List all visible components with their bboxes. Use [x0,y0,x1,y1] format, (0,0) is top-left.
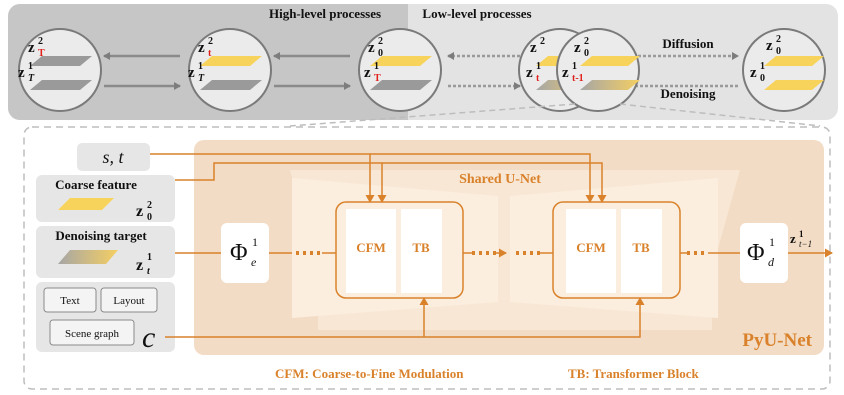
svg-text:2: 2 [147,200,152,211]
coarse-feature-plane [58,198,114,210]
svg-text:0: 0 [584,48,589,59]
coarse-feature-label: Coarse feature [55,177,137,192]
svg-text:t: t [147,266,151,277]
svg-text:1: 1 [198,61,203,72]
svg-text:z: z [530,40,537,56]
state-circle-5: z 2 0 z 1 t-1 [556,28,640,112]
st-input-box [77,143,150,171]
cfm-label-2: CFM [576,240,606,255]
svg-text:z: z [526,65,533,81]
svg-text:1: 1 [252,235,258,249]
output-z: z [790,231,796,246]
svg-text:d: d [768,255,775,269]
svg-text:Scene graph: Scene graph [65,328,120,340]
svg-text:z: z [364,65,371,81]
svg-text:z: z [750,65,757,81]
svg-text:z: z [574,40,581,56]
detail-panel: PyU-Net Shared U-Net CFM TB CFM TB Φ 1 e… [23,126,833,390]
svg-text:Layout: Layout [113,295,144,307]
svg-text:T: T [374,73,381,84]
tb-box-1 [401,209,442,293]
state-circle-2: z 2 t z 1 T [188,28,272,112]
svg-text:1: 1 [374,61,379,72]
cfm-legend: CFM: Coarse-to-Fine Modulation [275,366,464,381]
svg-text:2: 2 [208,36,213,47]
svg-text:2: 2 [540,36,545,47]
process-arrows [103,52,739,90]
svg-text:2: 2 [378,36,383,47]
svg-text:2: 2 [38,36,43,47]
svg-text:z: z [136,203,143,220]
phi-e-symbol: Φ [230,240,248,266]
detail-dashed-frame [23,126,831,390]
block-1-frame [335,201,464,299]
svg-text:z: z [198,40,205,56]
svg-text:0: 0 [760,73,765,84]
svg-text:1: 1 [28,61,33,72]
svg-text:t−1: t−1 [799,239,812,249]
svg-text:2: 2 [584,36,589,47]
svg-text:T: T [38,48,45,59]
svg-text:e: e [251,255,257,269]
denoising-target-plane [58,250,118,264]
tb-box-2 [621,209,662,293]
svg-text:z: z [562,65,569,81]
low-level-label: Low-level processes [422,6,531,21]
svg-text:1: 1 [572,61,577,72]
svg-text:0: 0 [776,46,781,57]
routing-lines [150,153,645,338]
svg-text:T: T [28,73,35,84]
layout-condition-button [100,287,158,313]
cfm-label-1: CFM [356,240,386,255]
svg-text:z: z [28,40,35,56]
condition-c: c [142,321,155,354]
svg-text:T: T [198,73,205,84]
state-circle-1: z 2 T z 1 T [18,28,102,112]
svg-text:Text: Text [60,295,79,307]
tb-label-2: TB [632,240,650,255]
svg-text:z: z [18,65,25,81]
svg-text:0: 0 [147,212,152,223]
cfm-box-2 [566,209,616,293]
phi-d-box [740,223,788,283]
svg-text:1: 1 [147,252,152,263]
svg-text:z: z [136,257,143,274]
denoising-target-label: Denoising target [55,228,147,243]
svg-text:t: t [536,73,540,84]
state-circle-6: z 2 0 z 1 0 [742,28,826,112]
svg-text:2: 2 [776,34,781,45]
block-2-frame [552,201,681,299]
svg-text:t-1: t-1 [572,73,584,84]
svg-text:1: 1 [760,61,765,72]
state-circle-3: z 2 0 z 1 T [358,28,442,112]
tb-legend: TB: Transformer Block [568,366,699,381]
st-label: s, t [102,147,124,167]
denoising-label: Denoising [661,86,716,101]
top-process-strip: High-level processes Low-level processes… [8,4,838,127]
phi-d-symbol: Φ [747,240,765,266]
shared-unet-label: Shared U-Net [459,172,541,187]
tb-label-1: TB [412,240,430,255]
svg-text:z: z [766,38,773,54]
svg-text:1: 1 [799,229,804,239]
cfm-box-1 [346,209,396,293]
diffusion-label: Diffusion [662,36,714,51]
svg-text:1: 1 [536,61,541,72]
svg-text:z: z [368,40,375,56]
pyunet-label: PyU-Net [742,330,812,351]
high-level-label: High-level processes [269,6,381,21]
svg-text:1: 1 [769,235,775,249]
svg-text:0: 0 [378,48,383,59]
phi-e-box [221,223,269,283]
text-condition-button [43,287,97,313]
svg-text:z: z [188,65,195,81]
svg-text:t: t [208,48,212,59]
scene-graph-condition-button [49,319,135,346]
